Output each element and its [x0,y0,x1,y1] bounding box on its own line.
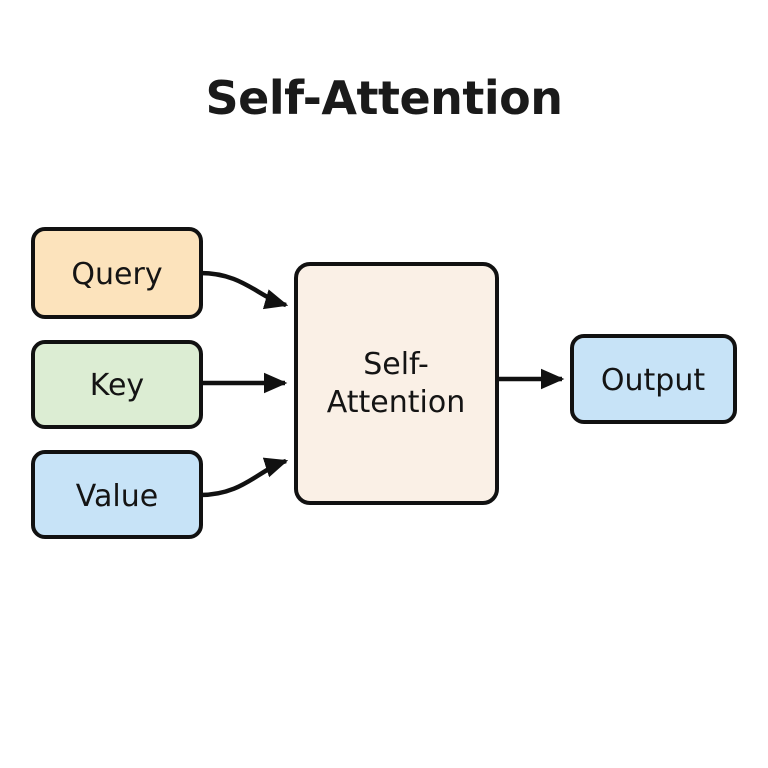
node-output[interactable]: Output [570,334,737,424]
query-box[interactable] [31,227,203,319]
query-label: Query [71,257,162,292]
page-title: Self-Attention [205,71,562,125]
output-label: Output [601,363,705,398]
value-label: Value [76,479,158,514]
node-value[interactable]: Value [31,450,203,539]
value-box[interactable] [31,450,203,539]
edge-query-to-attention [199,270,289,310]
self-attention-label-line1: Self- [363,347,429,382]
node-key[interactable]: Key [31,340,203,429]
self-attention-label-line2: Attention [327,385,465,420]
node-query[interactable]: Query [31,227,203,319]
key-box[interactable] [31,340,203,429]
self-attention-box[interactable] [294,262,499,505]
key-label: Key [90,368,144,403]
node-self-attention[interactable]: Self- Attention [294,262,499,505]
output-box[interactable] [570,334,737,424]
edge-value-to-attention [199,457,289,498]
